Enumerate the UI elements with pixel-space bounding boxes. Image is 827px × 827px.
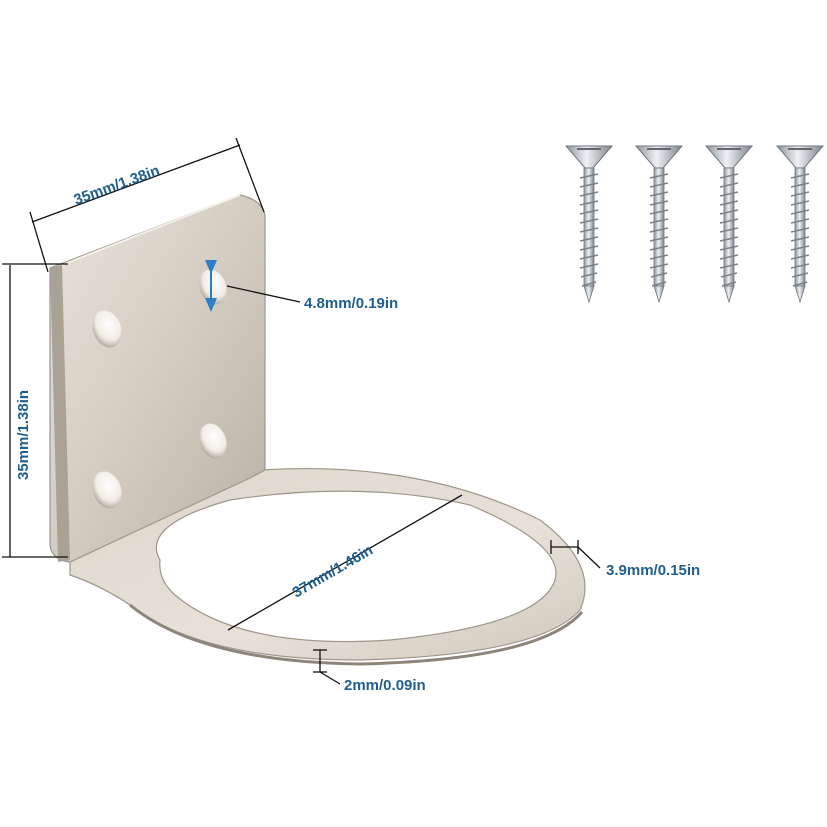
ring-width-label: 3.9mm/0.15in (606, 562, 700, 579)
countersunk-screw-icon (705, 145, 753, 303)
plate-height-label: 35mm/1.38in (15, 390, 32, 480)
countersunk-screw-icon (635, 145, 683, 303)
thickness-label: 2mm/0.09in (344, 677, 426, 694)
countersunk-screw-icon (776, 145, 824, 303)
ring-diameter-label: 37mm/1.46in (290, 542, 376, 602)
bracket-ring (69, 468, 586, 666)
mounting-hole (199, 423, 227, 459)
plate-width-label: 35mm/1.38in (72, 162, 162, 209)
mounting-hole (92, 471, 122, 509)
screw-set (565, 145, 824, 303)
dimension-lines (2, 137, 601, 685)
bracket-plate (49, 194, 266, 563)
mounting-hole (92, 310, 122, 348)
hole-diameter-label: 4.8mm/0.19in (304, 295, 398, 312)
countersunk-screw-icon (565, 145, 613, 303)
